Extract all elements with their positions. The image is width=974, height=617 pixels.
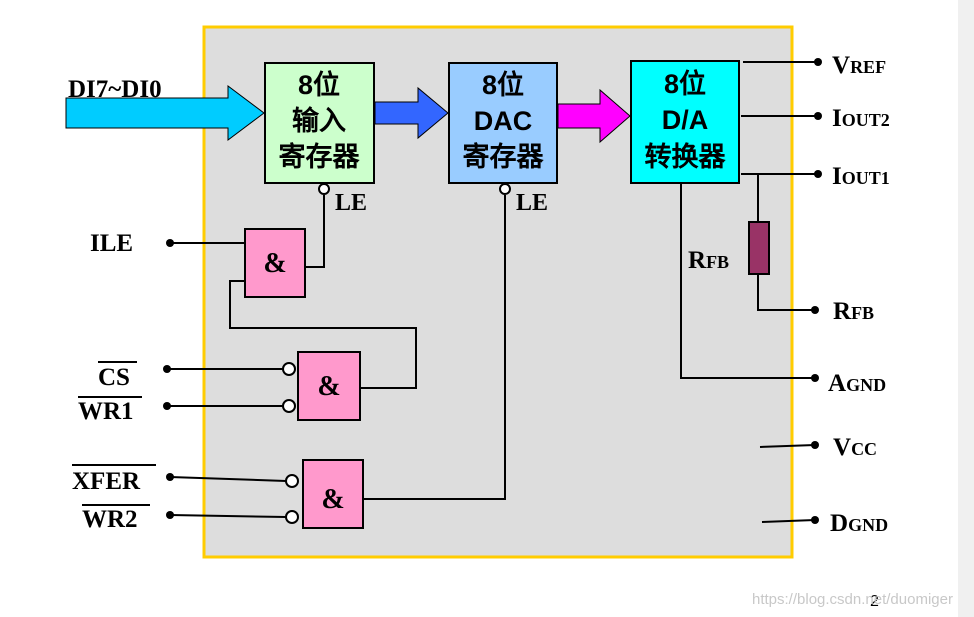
input-register-line-2: 输入	[292, 105, 346, 137]
xfer-inverter-bubble	[285, 474, 299, 488]
converter-line-1: 8位	[664, 68, 706, 99]
vcc-pin-dot	[811, 441, 819, 449]
dac-register-line-2: DAC	[474, 106, 533, 136]
and-gate-xfer-wr2-symbol: &	[321, 484, 344, 515]
converter-line-2: D/A	[662, 105, 709, 135]
dgnd-wire	[761, 519, 816, 523]
dgnd-pin-dot	[811, 516, 819, 524]
input-bus-arrow	[65, 85, 265, 141]
feedback-resistor	[748, 221, 770, 275]
input-bus-label: DI7~DI0	[68, 76, 162, 103]
bus-arrow-to-dac-register	[374, 86, 449, 140]
page-number: 2	[870, 593, 879, 610]
wr2-label: WR2	[82, 506, 138, 533]
cs-wr1-gate-output-wire	[229, 280, 417, 389]
bus-arrow-to-converter	[557, 88, 631, 144]
input-register-le-bubble	[318, 183, 330, 195]
iout1-label: IOUT1	[832, 163, 890, 190]
rfb-pin-label: RFB	[833, 298, 874, 325]
and-gate-ile: &	[244, 228, 306, 298]
iout1-pin-dot	[814, 170, 822, 178]
vref-pin-dot	[814, 58, 822, 66]
wr1-label: WR1	[78, 398, 134, 425]
iout2-label: IOUT2	[832, 105, 890, 132]
converter-block: 8位 D/A 转换器	[630, 60, 740, 184]
xfer-label: XFER	[72, 468, 141, 495]
and-gate-cs-wr1-symbol: &	[317, 371, 340, 402]
agnd-wire	[680, 184, 815, 379]
resistor-label: RFB	[688, 247, 729, 274]
dac-register-le-label: LE	[516, 190, 548, 216]
input-register-block: 8位 输入 寄存器	[264, 62, 375, 184]
rfb-pin-dot	[811, 306, 819, 314]
agnd-label: AGND	[828, 370, 886, 397]
input-register-line-1: 8位	[298, 69, 340, 100]
iout2-pin-dot	[814, 112, 822, 120]
vcc-wire	[759, 444, 816, 448]
wr2-wire	[169, 514, 287, 518]
ile-gate-to-le-wire	[305, 195, 325, 268]
dac-register-le-bubble	[499, 183, 511, 195]
cs-inverter-bubble	[282, 362, 296, 376]
vref-label: VREF	[832, 52, 886, 79]
xfer-gate-to-le-wire	[363, 195, 506, 500]
dac-register-block: 8位 DAC 寄存器	[448, 62, 558, 184]
rfb-bottom-wire	[757, 274, 815, 311]
and-gate-cs-wr1: &	[297, 351, 361, 421]
wr2-inverter-bubble	[285, 510, 299, 524]
and-gate-ile-symbol: &	[263, 248, 286, 279]
converter-line-3: 转换器	[645, 142, 727, 173]
input-register-le-label: LE	[335, 190, 367, 216]
dgnd-label: DGND	[830, 510, 888, 537]
ile-label: ILE	[90, 230, 133, 257]
xfer-wire	[169, 476, 287, 482]
and-gate-xfer-wr2: &	[302, 459, 364, 529]
scrollbar-track[interactable]	[958, 0, 974, 617]
wr1-inverter-bubble	[282, 399, 296, 413]
dac-register-line-3: 寄存器	[463, 141, 545, 173]
watermark: https://blog.csdn.net/duomiger	[752, 591, 953, 608]
agnd-pin-dot	[811, 374, 819, 382]
cs-label: CS	[98, 364, 130, 391]
input-register-line-3: 寄存器	[279, 141, 361, 173]
dac-register-line-1: 8位	[482, 69, 524, 100]
vcc-label: VCC	[833, 434, 877, 461]
